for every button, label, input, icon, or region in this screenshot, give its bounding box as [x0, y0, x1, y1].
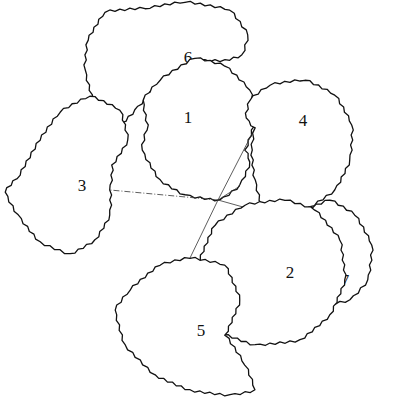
leaf-outline	[112, 255, 258, 398]
radius-line	[110, 190, 218, 200]
leaf-outline	[139, 55, 258, 203]
leaf-edge	[142, 58, 256, 201]
radius-line	[218, 186, 240, 200]
radius-line	[218, 128, 255, 200]
leaf-edge	[115, 257, 255, 396]
callout-number: 1	[184, 109, 193, 126]
callout-number: 5	[197, 322, 206, 339]
leaf-cell: 3	[2, 93, 131, 257]
leaf-cell: 5	[112, 255, 258, 398]
callout-number: 2	[286, 264, 295, 281]
leaf-edge	[5, 96, 128, 253]
leaf-outline	[2, 93, 131, 257]
callout-number: 4	[299, 112, 308, 129]
leaf-outline	[243, 77, 355, 218]
callout-number: 3	[78, 177, 87, 194]
leaf-edge	[245, 80, 353, 215]
leaf-cell: 4	[243, 77, 355, 218]
leaf-cell: 1	[139, 55, 258, 203]
